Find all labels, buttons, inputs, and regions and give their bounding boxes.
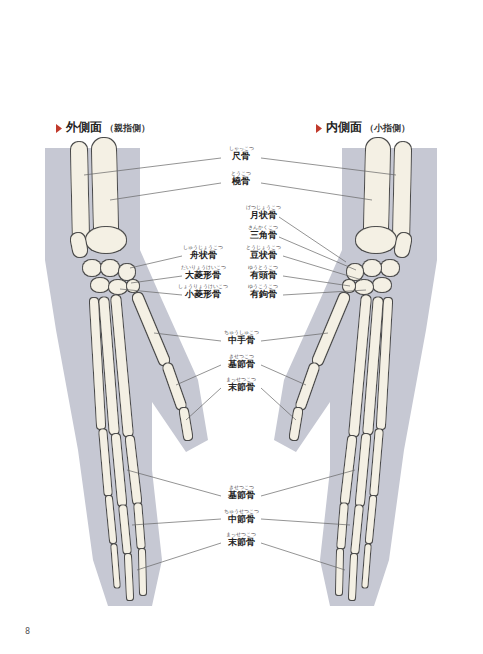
bone-label: 中節骨 [228, 515, 255, 525]
furigana-reading: まっせつこつ [226, 532, 256, 538]
furigana-reading: きせつこつ [229, 485, 254, 491]
bone-label: 基節骨 [228, 491, 255, 501]
bone-label: 小菱形骨 [185, 290, 221, 300]
furigana-reading: とうこつ [231, 171, 251, 177]
furigana-reading: まっせつこつ [226, 377, 256, 383]
furigana-reading: きせつこつ [229, 354, 254, 360]
furigana-reading: しゃっこつ [229, 146, 254, 152]
bone-label: 有頭骨 [250, 271, 277, 281]
furigana-reading: げつじょうこつ [246, 205, 281, 211]
furigana-reading: ゆうとうこつ [248, 265, 278, 271]
bone-label: 中手骨 [228, 336, 255, 346]
furigana-reading: さんかくこつ [248, 225, 278, 231]
view-subheading: （小指側） [365, 124, 410, 134]
view-subheading: （親指側） [105, 124, 150, 134]
bone-label: 月状骨 [250, 211, 277, 221]
bone-label: 尺骨 [232, 152, 250, 162]
view-heading: 外側面 [66, 121, 102, 134]
bone-label: 豆状骨 [250, 251, 277, 261]
bone-label: 舟状骨 [190, 251, 217, 261]
bone-label: 基節骨 [228, 360, 255, 370]
furigana-reading: だいりょうけいこつ [181, 265, 226, 271]
view-heading: 内側面 [326, 121, 362, 134]
page-number: 8 [25, 628, 30, 637]
furigana-reading: ちゅうせつこつ [224, 509, 259, 515]
bone-label: 三角骨 [250, 231, 277, 241]
bone-label: 有鉤骨 [250, 290, 277, 300]
bone-label: 橈骨 [232, 177, 250, 187]
furigana-reading: しゅうじょうこつ [183, 245, 223, 251]
bone-label: 末節骨 [228, 538, 255, 548]
furigana-reading: とうじょうこつ [246, 245, 281, 251]
furigana-reading: ちゅうしゅこつ [224, 330, 259, 336]
furigana-reading: ゆうこうこつ [248, 284, 278, 290]
bone-label: 末節骨 [228, 383, 255, 393]
bone-label: 大菱形骨 [185, 271, 221, 281]
furigana-reading: しょうりょうけいこつ [178, 284, 228, 290]
